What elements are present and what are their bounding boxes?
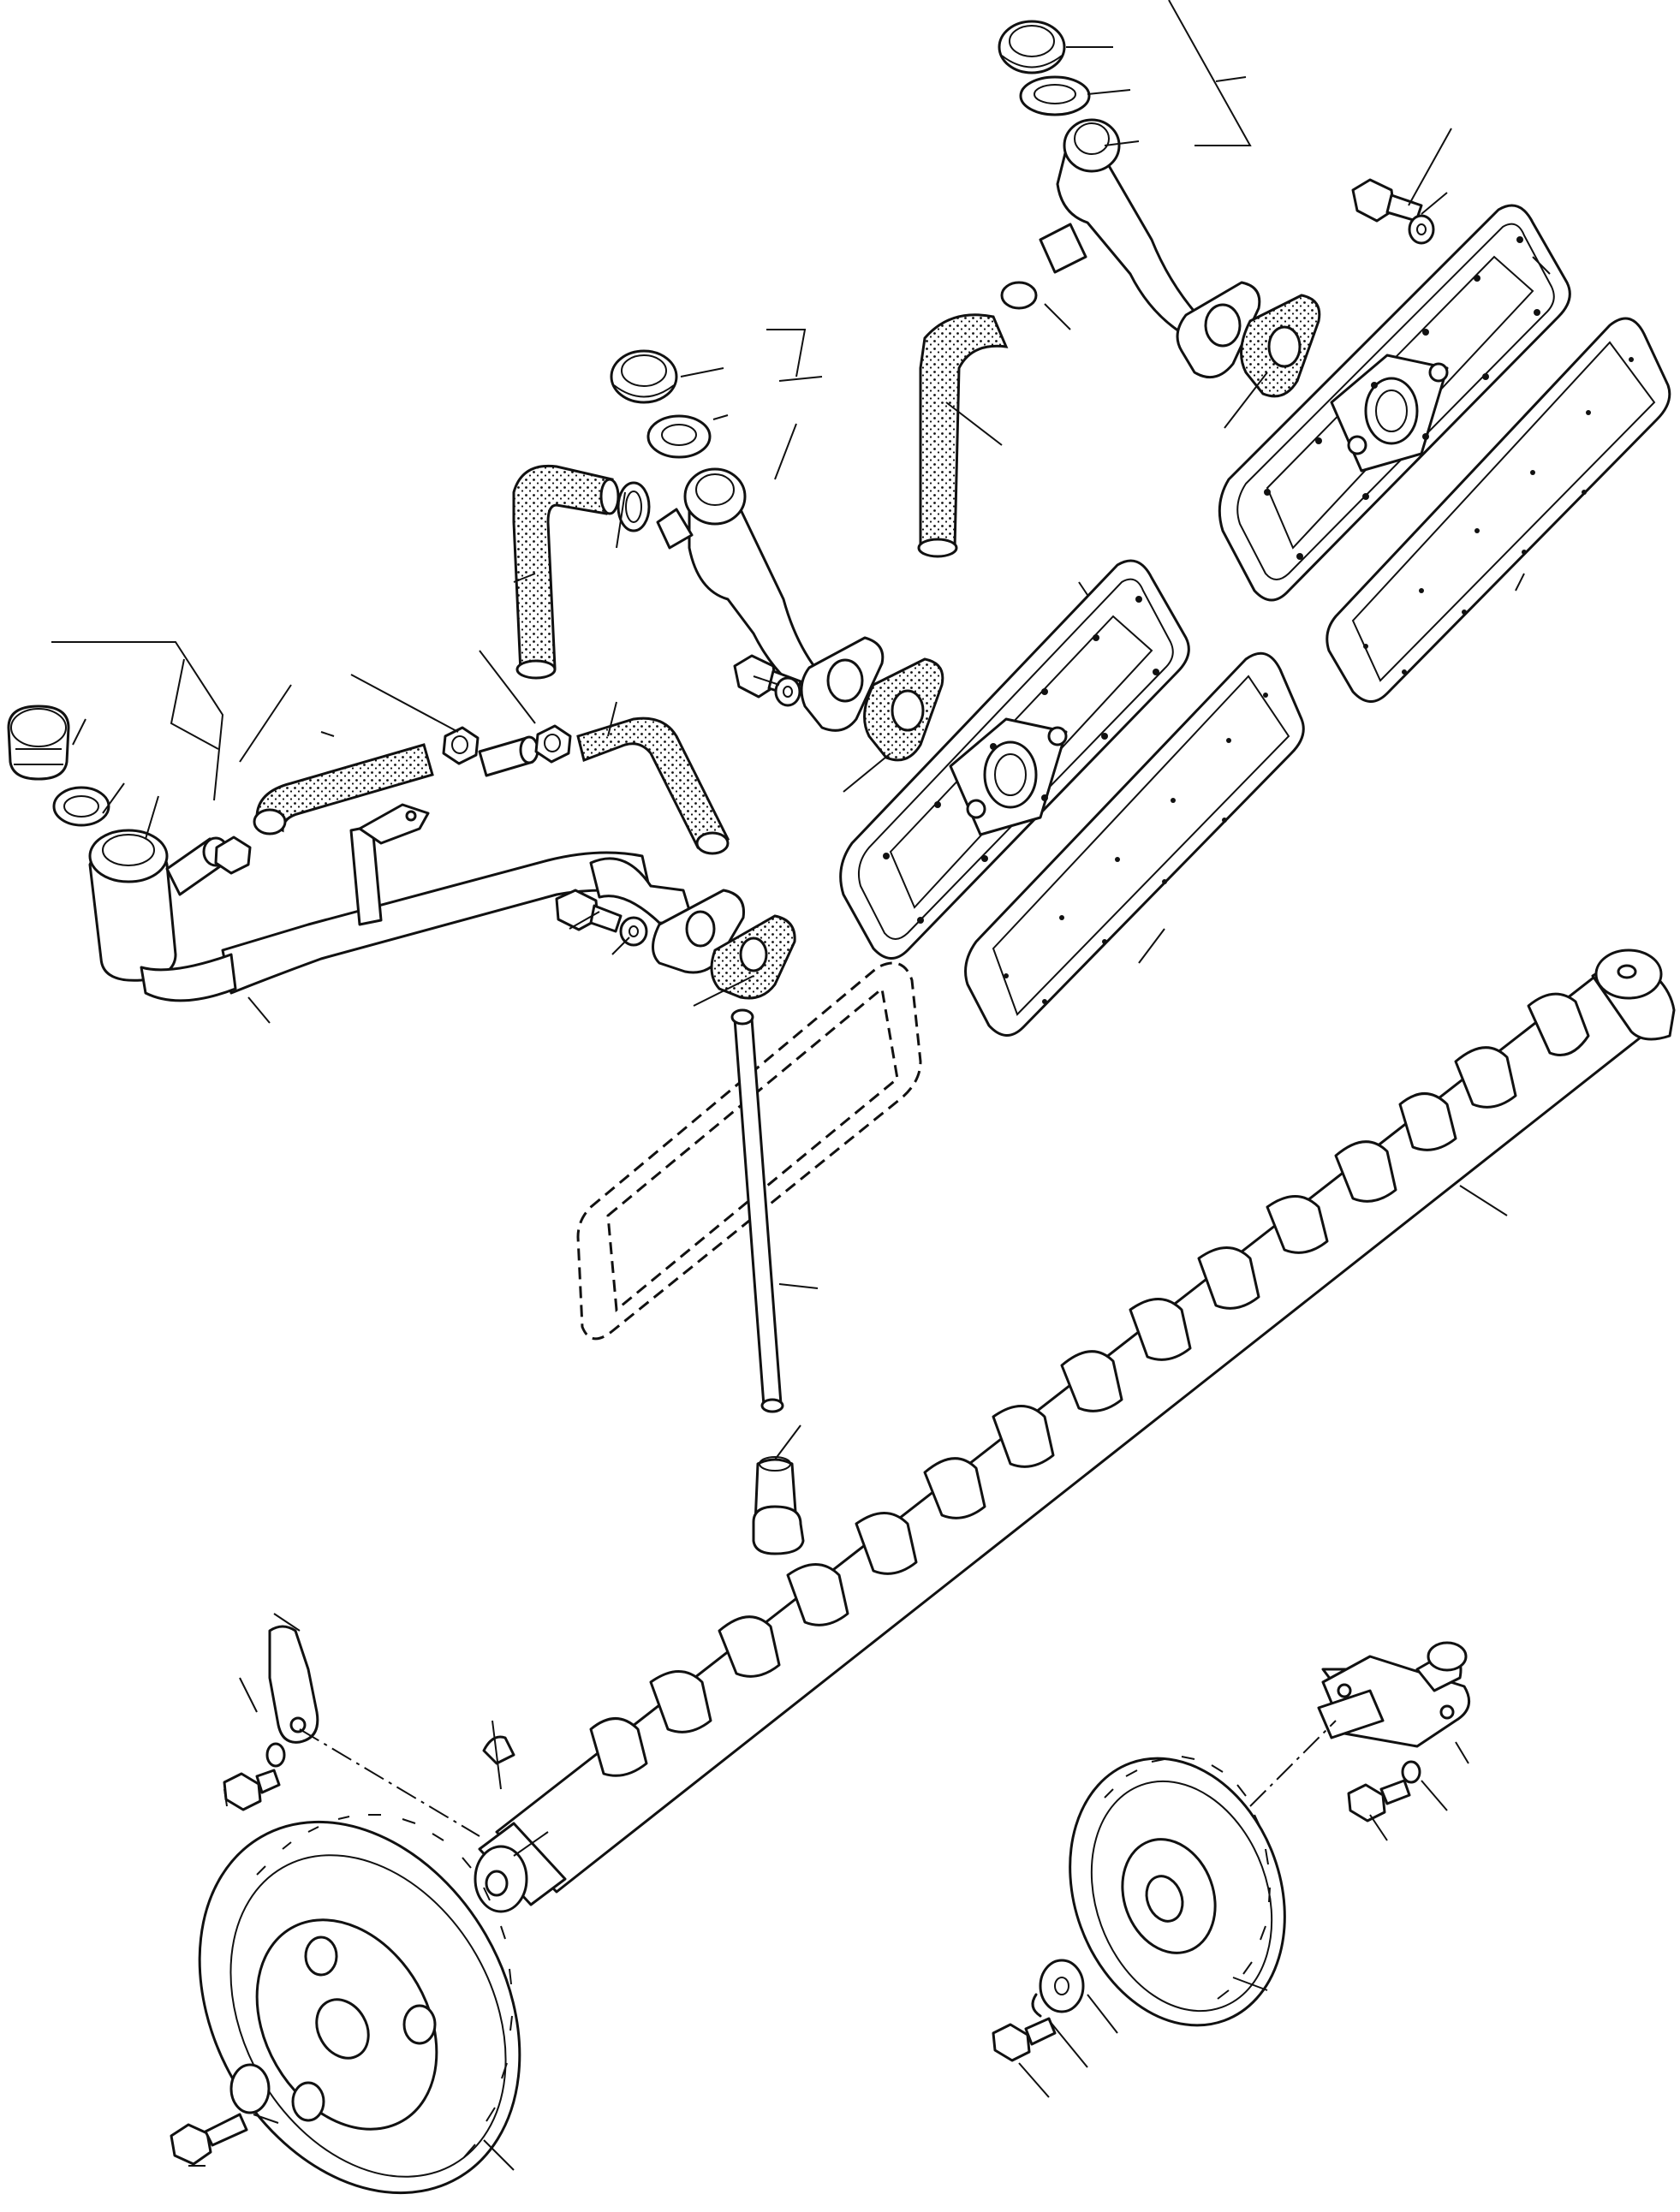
hose-middle	[512, 464, 620, 680]
nut-left-c	[214, 835, 252, 875]
washer-thrust	[265, 1742, 286, 1768]
union-body-top	[1039, 118, 1200, 340]
idler-gear	[1069, 1756, 1286, 2027]
gear-retaining-washer	[229, 2063, 271, 2114]
gasket-middle	[863, 657, 944, 762]
rocker-cover-gasket-front	[964, 651, 1305, 1037]
cap-nut-top	[998, 20, 1066, 74]
leader-lines	[51, 0, 1551, 2171]
nut-left-b	[534, 724, 572, 764]
flange-top-right	[1176, 281, 1261, 379]
left-oil-pipe	[7, 705, 796, 1002]
seal-ring-top	[1019, 75, 1091, 116]
camshaft	[474, 948, 1676, 1913]
hose-left-bent	[576, 717, 730, 855]
tappet	[752, 1456, 805, 1555]
gasket-top-right	[1240, 294, 1321, 398]
seal-ring-left	[52, 786, 110, 827]
cap-nut-middle	[610, 349, 678, 404]
rocker-cover-rear	[1218, 204, 1571, 602]
idler-shaft	[1317, 1641, 1471, 1748]
camshaft-gear	[198, 1814, 521, 2195]
hose-top-right	[917, 313, 1009, 558]
gasket-left	[710, 914, 796, 1000]
circlip	[1031, 1993, 1042, 2018]
washer-middle	[774, 676, 801, 707]
seal-ring-middle	[646, 414, 712, 459]
push-rod	[730, 1008, 784, 1413]
union-body-middle	[656, 467, 824, 699]
top-right-oil-pipe	[917, 20, 1435, 558]
valve-cover-gasket-outline	[576, 961, 922, 1341]
flange-middle	[800, 636, 885, 732]
middle-oil-pipe	[512, 349, 944, 762]
cover-boss-rear	[1330, 354, 1449, 473]
cover-boss-front	[949, 717, 1068, 836]
bolt-idler-shaft	[1347, 1779, 1411, 1823]
rocker-cover-gasket-rear	[1326, 317, 1671, 703]
bolt-thrust	[223, 1769, 281, 1811]
bolt-idler-gear	[992, 2017, 1057, 2062]
spacer-tube-left	[478, 735, 539, 777]
union-body-left	[88, 829, 237, 1002]
washer-top-right	[1408, 214, 1435, 245]
cap-nut-left	[7, 705, 70, 781]
idler-thrust-washer	[1039, 1959, 1085, 2013]
hose-clamp-top-right	[1000, 281, 1038, 310]
nut-left-a	[442, 726, 480, 765]
thrust-plate	[268, 1625, 319, 1744]
center-lines	[299, 1720, 1337, 1837]
rocker-cover-front	[839, 559, 1190, 960]
woodruff-key	[482, 1735, 515, 1765]
cam-lobes	[589, 992, 1590, 1777]
oil-pipe-main	[221, 803, 695, 995]
bolt-camshaft-gear	[170, 2113, 248, 2166]
hose-left-short	[253, 743, 434, 835]
hose-clamp-middle	[617, 481, 651, 532]
washer-idler-shaft	[1401, 1760, 1421, 1784]
camshaft-end-rear	[1591, 948, 1676, 1041]
washer-left	[619, 916, 648, 947]
